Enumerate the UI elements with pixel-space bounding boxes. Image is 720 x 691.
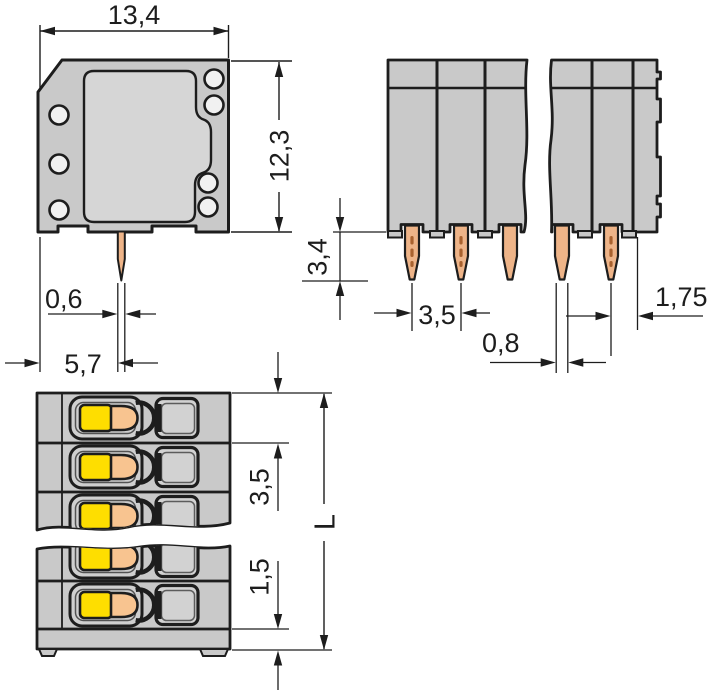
mounting-hole	[197, 172, 219, 194]
housing-fragment-left	[386, 58, 529, 234]
housing-fragment-right	[548, 58, 662, 234]
mounting-hole	[48, 104, 70, 126]
housing-foot	[477, 230, 493, 239]
dim-pole-pitch: 3,5	[232, 352, 332, 511]
solder-pin	[452, 224, 470, 281]
mounting-hole	[48, 199, 70, 221]
dim-label-end-margin: 1,5	[245, 558, 275, 596]
terminal-row	[70, 536, 198, 578]
dim-pin-width: 0,6	[45, 283, 156, 372]
solder-pin	[602, 224, 620, 281]
dim-label-last-pole-margin: 1,75	[655, 282, 708, 312]
mounting-hole	[203, 68, 225, 90]
terminal-row	[70, 446, 198, 488]
dim-label-pin-thickness: 0,8	[482, 328, 520, 358]
front-view: 3,4 3,5 0,8	[302, 58, 708, 373]
dim-label-pin-pitch: 3,5	[418, 300, 456, 330]
dim-label-pin-offset: 5,7	[64, 349, 102, 379]
solder-pin	[403, 224, 421, 281]
housing-foot	[429, 230, 445, 239]
solder-pin	[116, 230, 126, 282]
dim-label-pin-width: 0,6	[45, 284, 83, 314]
housing-foot	[577, 230, 593, 239]
dim-label-pole-pitch: 3,5	[245, 468, 275, 506]
dim-last-pole-margin: 1,75	[566, 237, 708, 356]
solder-pin	[553, 224, 571, 281]
terminal-row	[70, 397, 198, 439]
solder-pin	[501, 224, 519, 281]
mounting-hole	[48, 153, 70, 175]
dim-label-overall-length: L	[309, 514, 341, 530]
side-view: 13,4 0,6	[5, 0, 295, 379]
dim-label-side-width: 13,4	[108, 0, 161, 30]
top-view: 3,5 1,5 L	[35, 352, 341, 690]
dim-label-pin-length: 3,4	[303, 238, 333, 276]
dim-side-height: 12,3	[231, 60, 295, 233]
dim-overall-length: L	[309, 393, 341, 650]
dim-pin-length: 3,4	[302, 198, 386, 320]
housing-foot	[387, 230, 403, 239]
dim-pin-thickness: 0,8	[482, 283, 606, 373]
mounting-hole	[197, 196, 219, 218]
housing-foot	[37, 648, 59, 657]
housing-foot	[621, 230, 637, 239]
housing-foot	[198, 648, 230, 657]
terminal-row	[70, 495, 198, 537]
dim-pin-pitch: 3,5	[374, 283, 490, 331]
mounting-hole	[203, 94, 225, 116]
dim-pin-offset: 5,7	[5, 237, 158, 379]
dim-label-side-height: 12,3	[265, 130, 295, 183]
terminal-row	[70, 584, 198, 626]
mounting-holes	[48, 68, 225, 221]
dim-end-margin: 1,5	[232, 558, 332, 690]
dim-side-width: 13,4	[39, 0, 230, 92]
housing-inner-contour	[82, 69, 213, 224]
